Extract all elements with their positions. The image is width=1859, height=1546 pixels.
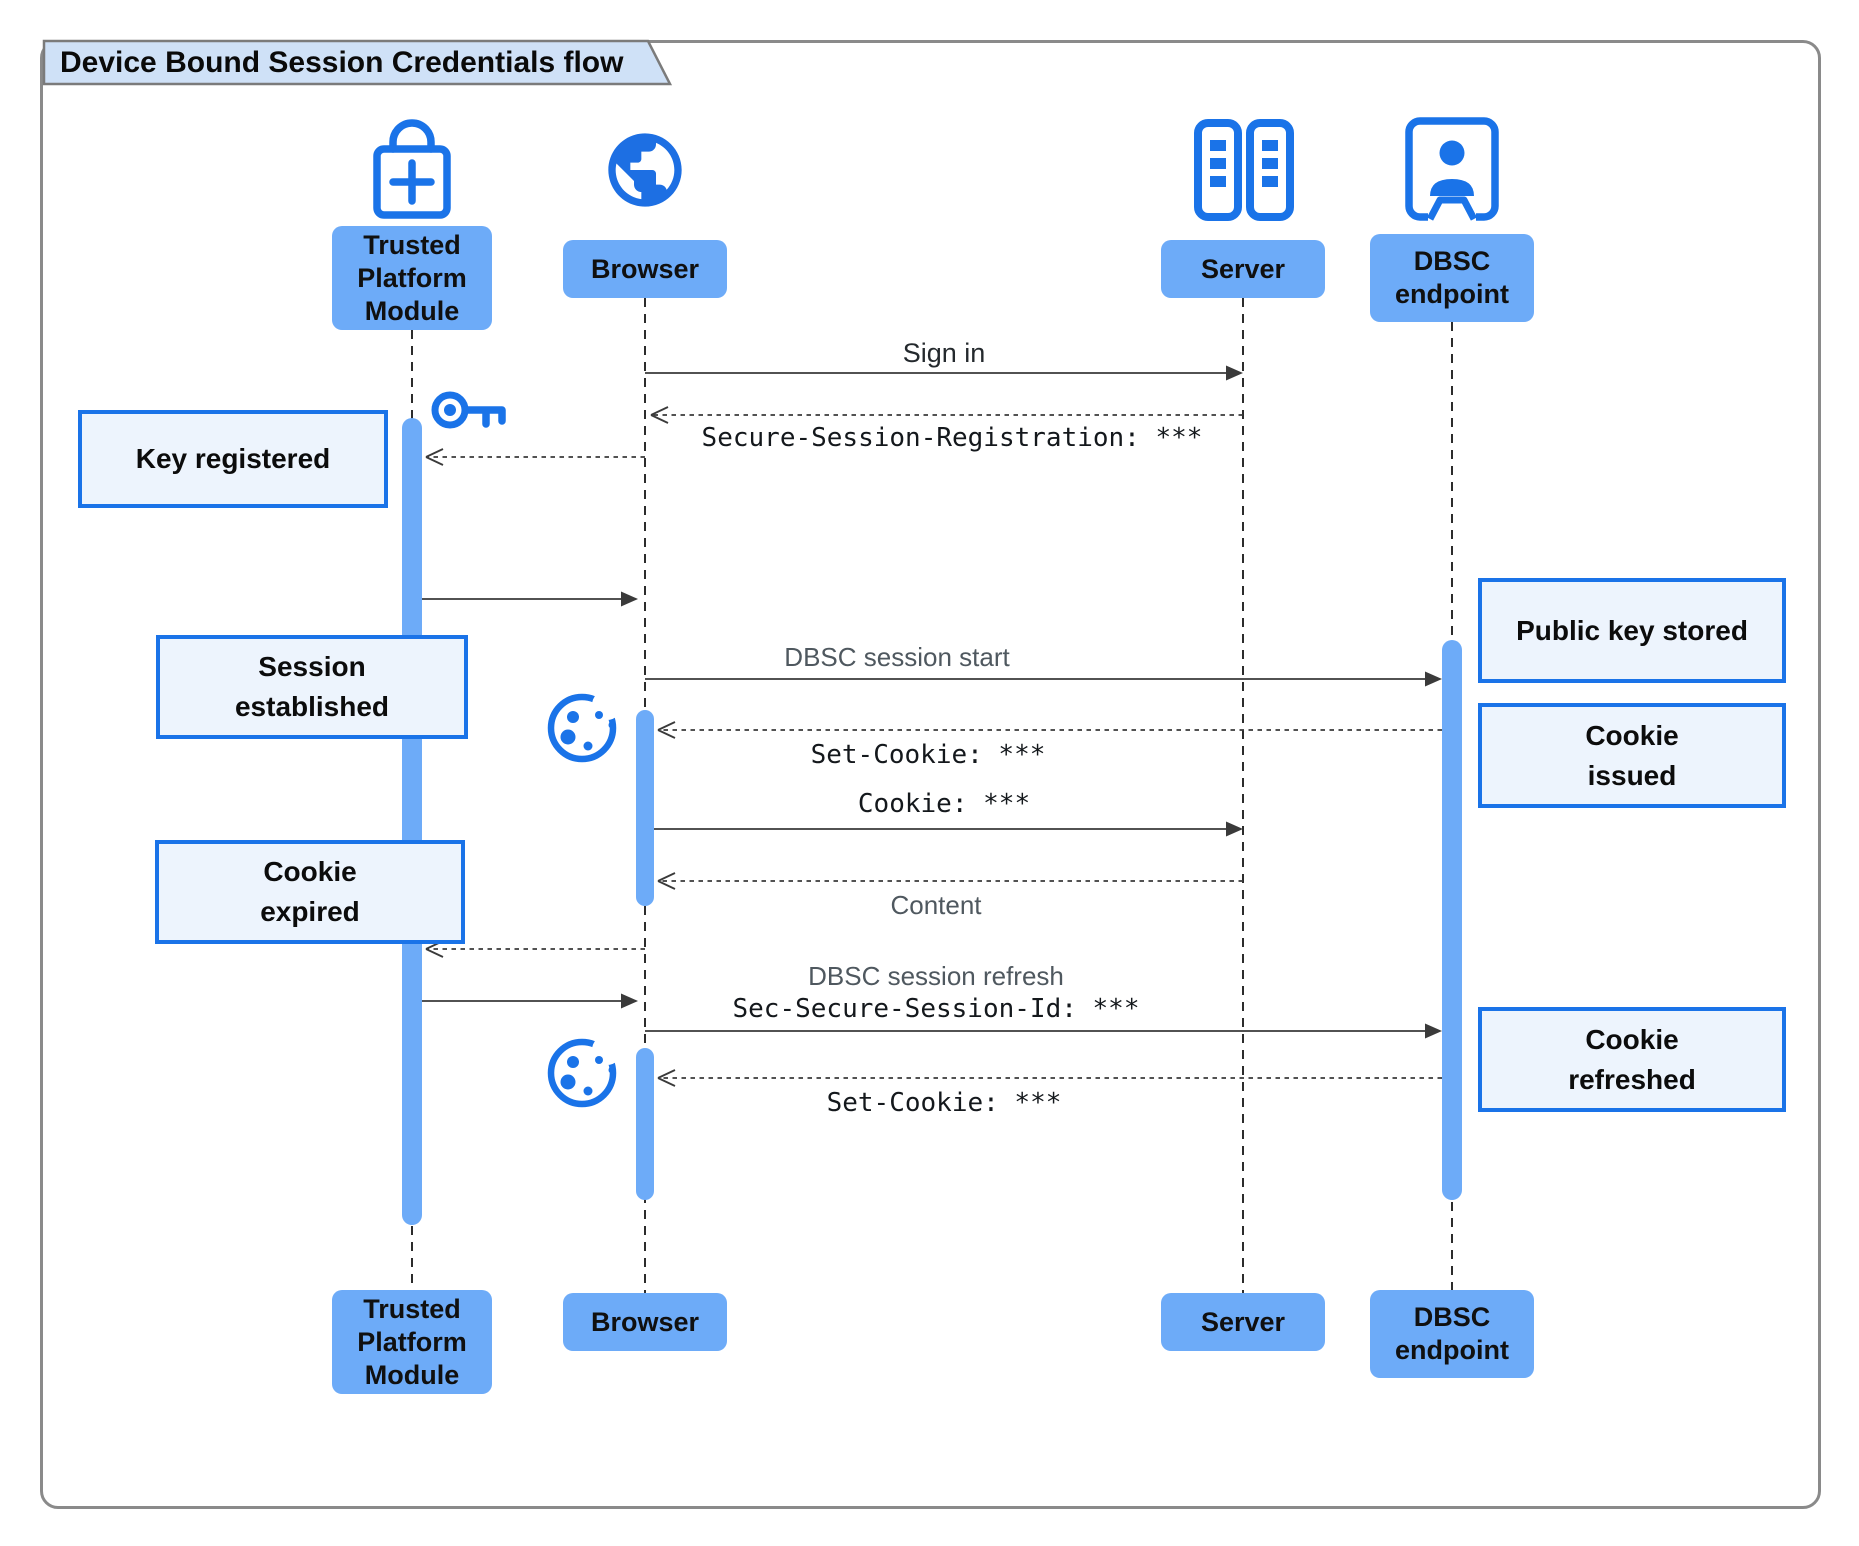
note-line: issued (1587, 759, 1677, 791)
actor-top-label-browser: Browser (563, 240, 727, 298)
message-arrow-set-cookie-1 (657, 721, 1442, 739)
globe-icon (608, 133, 682, 207)
message-label-dbsc-session-refresh: DBSC session refresh (808, 961, 1064, 991)
message-arrow-set-cookie-2 (657, 1069, 1442, 1087)
actor-label-line: Platform (357, 262, 467, 293)
message-label-session-registration: Secure-Session-Registration: *** (701, 423, 1203, 453)
actor-label-line: DBSC (1413, 1302, 1491, 1332)
actor-label-line: Server (1200, 1306, 1286, 1337)
message-arrow-register-key (425, 448, 645, 466)
note-line: Key registered (135, 443, 331, 474)
message-arrow-key-ready (422, 591, 638, 607)
note-line: expired (260, 896, 360, 927)
message-label-sec-secure-session-id: Sec-Secure-Session-Id: *** (732, 994, 1140, 1024)
actor-bottom-label-dbsc-endpoint: DBSC endpoint (1370, 1290, 1534, 1378)
server-rack-icon (1194, 119, 1294, 221)
actor-bottom-label-server: Server (1161, 1293, 1325, 1351)
actor-label-line: endpoint (1395, 279, 1509, 309)
diagram-frame (40, 40, 1821, 1509)
message-label-sign-in: Sign in (902, 338, 986, 368)
actor-bottom-label-tpm: Trusted Platform Module (332, 1290, 492, 1394)
actor-label-line: Platform (357, 1326, 467, 1357)
cookie-icon (551, 690, 622, 759)
note-key-registered: Key registered (78, 410, 388, 508)
key-icon (431, 391, 506, 429)
message-arrow-sign-in (645, 365, 1243, 381)
message-label-cookie: Cookie: *** (857, 789, 1031, 819)
message-arrow-session-registration (650, 406, 1243, 424)
note-line: Cookie (1585, 1023, 1679, 1055)
message-arrows (422, 365, 1442, 1087)
message-arrow-key-proof (422, 993, 638, 1009)
activation-bar-dbsc (1442, 640, 1462, 1200)
message-label-content: Content (890, 890, 982, 920)
actor-top-label-tpm: Trusted Platform Module (332, 226, 492, 330)
activation-bar-browser-1 (636, 710, 654, 906)
note-session-established: Session established (156, 635, 468, 739)
actor-label-line: Trusted (363, 1293, 461, 1324)
note-cookie-refreshed: Cookie refreshed (1478, 1007, 1786, 1112)
actor-label-line: Trusted (363, 229, 461, 260)
message-label-set-cookie-1: Set-Cookie: *** (810, 740, 1046, 770)
actor-bottom-label-browser: Browser (563, 1293, 727, 1351)
actor-label-line: Server (1200, 253, 1286, 284)
actor-label-line: Browser (590, 1306, 700, 1337)
id-badge-icon (1405, 117, 1499, 224)
note-line: Cookie (1585, 719, 1679, 751)
note-line: refreshed (1568, 1063, 1696, 1095)
actor-label-line: Browser (590, 253, 700, 284)
message-label-set-cookie-2: Set-Cookie: *** (826, 1088, 1062, 1118)
actor-label-line: endpoint (1395, 1335, 1509, 1365)
actor-label-line: Module (364, 295, 460, 326)
actor-label-line: DBSC (1413, 246, 1491, 276)
activation-bar-tpm (402, 418, 422, 1225)
actor-top-label-dbsc-endpoint: DBSC endpoint (1370, 234, 1534, 322)
activation-bars (402, 418, 1462, 1225)
note-public-key-stored: Public key stored (1478, 578, 1786, 683)
message-arrow-dbsc-session-refresh (645, 1023, 1442, 1039)
message-arrow-content (657, 872, 1243, 890)
diagram-title: Device Bound Session Credentials flow (60, 46, 624, 79)
title-tab-shape (42, 39, 673, 86)
lock-plus-icon (373, 119, 451, 219)
actor-top-label-server: Server (1161, 240, 1325, 298)
note-line: Session (258, 651, 366, 682)
message-label-dbsc-session-start: DBSC session start (784, 642, 1010, 672)
activation-bar-browser-2 (636, 1048, 654, 1200)
cookie-icon (551, 1035, 622, 1104)
note-cookie-issued: Cookie issued (1478, 703, 1786, 808)
note-line: Cookie (263, 856, 357, 887)
message-arrow-cookie (654, 821, 1243, 837)
message-arrow-dbsc-session-start (645, 671, 1442, 687)
note-line: established (234, 691, 390, 722)
note-cookie-expired: Cookie expired (155, 840, 465, 944)
actor-label-line: Module (364, 1359, 460, 1390)
note-line: Public key stored (1516, 614, 1748, 646)
